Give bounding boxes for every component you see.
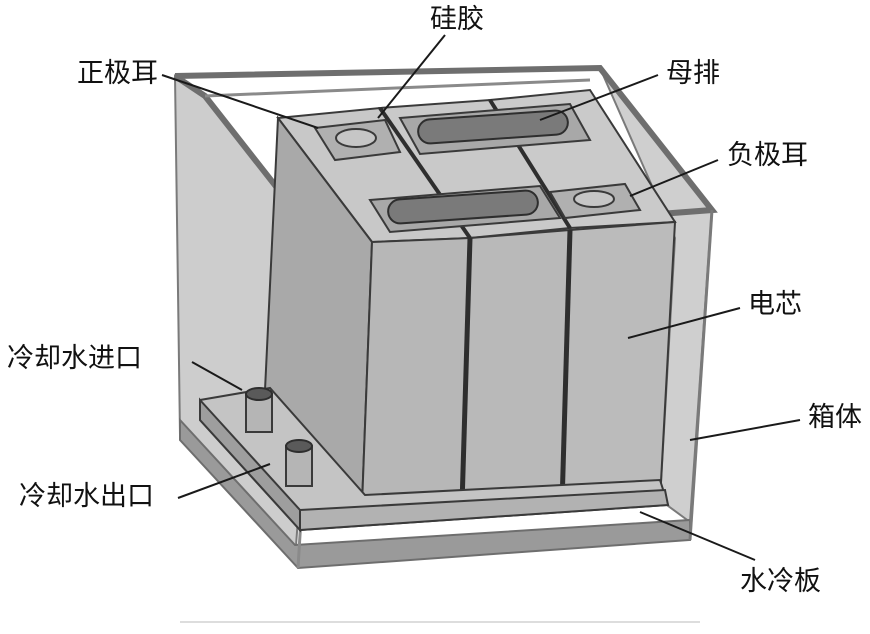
leader-coolant-outlet: [177, 463, 271, 499]
cold-plate: [199, 386, 670, 533]
leader-lines: [161, 34, 801, 561]
cell-stack: [263, 88, 677, 508]
label-coolant-inlet: 冷却水进口: [7, 343, 142, 374]
label-coolant-outlet: 冷却水出口: [19, 481, 154, 512]
leader-housing: [689, 419, 801, 441]
label-cold-plate: 水冷板: [740, 566, 821, 597]
leader-coolant-inlet: [191, 361, 243, 391]
label-housing: 箱体: [808, 402, 862, 433]
leader-silicone: [377, 34, 446, 119]
leader-cell: [627, 307, 741, 339]
terminals: [313, 102, 642, 234]
label-busbar: 母排: [666, 58, 720, 89]
leader-cold-plate: [639, 511, 756, 561]
leader-busbar: [539, 74, 659, 121]
label-cell: 电芯: [748, 289, 802, 320]
label-negative-tab: 负极耳: [727, 140, 808, 171]
label-positive-tab: 正极耳: [77, 58, 158, 89]
leader-positive-tab: [161, 74, 319, 129]
label-silicone: 硅胶: [430, 4, 484, 35]
leader-negative-tab: [629, 159, 719, 197]
